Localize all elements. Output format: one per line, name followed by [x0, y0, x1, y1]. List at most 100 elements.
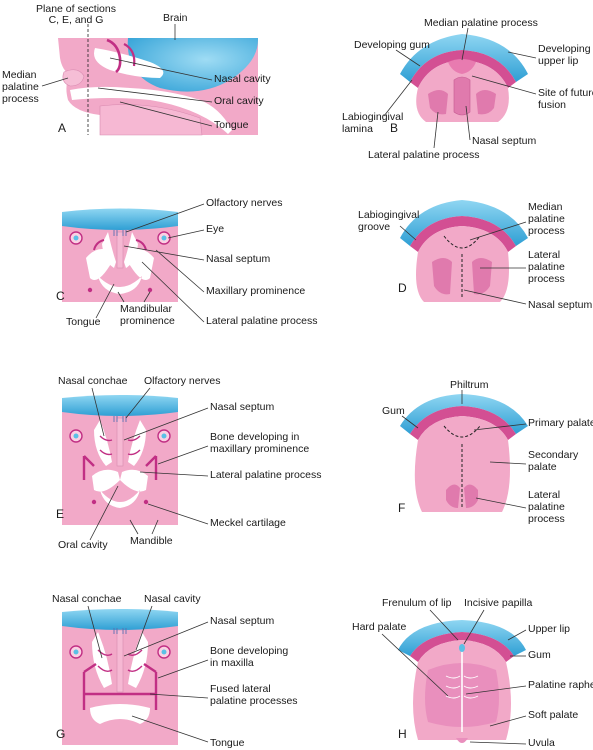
- label-palatine: palatine: [2, 81, 39, 93]
- oral-cavity: [70, 86, 232, 134]
- label-nasal-cavity: Nasal cavity: [214, 73, 271, 85]
- upper-lip-d: [400, 200, 528, 246]
- gum-d: [410, 216, 516, 252]
- label-process-d2: process: [528, 273, 565, 285]
- label-palatine-raphe: Palatine raphe: [528, 679, 593, 691]
- label-bone-developing-g: Bone developing: [210, 645, 288, 657]
- label-developing-gum: Developing gum: [354, 39, 430, 51]
- label-groove: groove: [358, 221, 390, 233]
- label-primary-palate: Primary palate: [528, 417, 593, 429]
- label-palatine-d2: palatine: [528, 261, 565, 273]
- nasal-cavities-g: [92, 632, 148, 688]
- brain-shape: [127, 38, 259, 92]
- label-process-f: process: [528, 513, 565, 525]
- label-frenulum-of-lip: Frenulum of lip: [382, 597, 452, 609]
- olfactory-nerves-c: [113, 230, 127, 236]
- panel-letter-c: C: [56, 289, 65, 303]
- label-upper-lip-h: Upper lip: [528, 623, 570, 635]
- label-fusion: fusion: [538, 99, 566, 111]
- tongue-a: [99, 104, 203, 136]
- nasal-cavity-c: [102, 232, 138, 268]
- panel-c: C Olfactory nerves Eye Nasal septum Maxi…: [56, 197, 318, 328]
- label-c-e-g: C, E, and G: [49, 14, 104, 26]
- brain-c: [62, 208, 178, 230]
- uvula-h: [456, 738, 468, 743]
- label-median: Median: [2, 69, 37, 81]
- upper-lip-h: [398, 620, 526, 656]
- label-olfactory-nerves-c: Olfactory nerves: [206, 197, 282, 209]
- label-palatine-d: palatine: [528, 213, 565, 225]
- label-site-of-future: Site of future: [538, 87, 593, 99]
- panel-letter-g: G: [56, 727, 65, 741]
- label-philtrum: Philtrum: [450, 379, 489, 391]
- label-soft-palate: Soft palate: [528, 709, 578, 721]
- label-uvula: Uvula: [528, 737, 555, 749]
- label-nasal-septum-g: Nasal septum: [210, 615, 274, 627]
- label-palatine-f: palatine: [528, 501, 565, 513]
- label-nasal-conchae-g: Nasal conchae: [52, 593, 122, 605]
- label-lateral-f: Lateral: [528, 489, 560, 501]
- label-gum-f: Gum: [382, 405, 405, 417]
- oral-cavity-e: [92, 469, 148, 508]
- label-median-d: Median: [528, 201, 563, 213]
- nasal-cavity: [94, 48, 164, 78]
- label-in-maxilla: in maxilla: [210, 657, 254, 669]
- label-upper-lip: upper lip: [538, 55, 578, 67]
- label-lateral-palatine-process-c: Lateral palatine process: [206, 315, 318, 327]
- label-bone-developing-in: Bone developing in: [210, 431, 299, 443]
- brain-g: [62, 609, 178, 630]
- upper-lip-b: [400, 34, 528, 82]
- nasal-septum-b: [453, 76, 471, 116]
- label-plane-of-sections: Plane of sections: [36, 3, 116, 15]
- label-mandible-e: Mandible: [130, 535, 173, 547]
- label-labiogingival: Labiogingival: [342, 111, 403, 123]
- label-maxillary-prominence-e: maxillary prominence: [210, 443, 309, 455]
- label-nasal-septum-d: Nasal septum: [528, 299, 592, 311]
- panel-a: A Plane of sections C, E, and G Brain Me…: [2, 3, 271, 136]
- label-labiogingival-d: Labiogingival: [358, 209, 419, 221]
- septum-c: [116, 231, 124, 269]
- label-olfactory-nerves-e: Olfactory nerves: [144, 375, 220, 387]
- label-lateral-palatine-process-b: Lateral palatine process: [368, 149, 480, 161]
- label-oral-cavity-e: Oral cavity: [58, 539, 108, 551]
- label-mandibular: Mandibular: [120, 303, 172, 315]
- label-palatine-processes: palatine processes: [210, 695, 298, 707]
- oral-cavity-g: [90, 704, 150, 724]
- label-incisive-papilla: Incisive papilla: [464, 597, 532, 609]
- upper-lip-f: [400, 394, 528, 434]
- label-process: process: [2, 93, 39, 105]
- panel-letter-e: E: [56, 507, 64, 521]
- label-brain: Brain: [163, 12, 188, 24]
- label-nasal-septum-e: Nasal septum: [210, 401, 274, 413]
- nasal-structure-a: [106, 38, 122, 74]
- median-process-a: [62, 69, 85, 87]
- label-lateral-d: Lateral: [528, 249, 560, 261]
- label-oral-cavity: Oral cavity: [214, 95, 264, 107]
- label-median-palatine-process-b: Median palatine process: [424, 17, 538, 29]
- median-process-b: [448, 59, 476, 74]
- label-nasal-septum-c: Nasal septum: [206, 253, 270, 265]
- label-secondary: Secondary: [528, 449, 579, 461]
- label-nasal-conchae-e: Nasal conchae: [58, 375, 128, 387]
- panel-e: E Nasal conchae Olfactory nerves Nasal s…: [56, 375, 322, 551]
- label-fused-lateral: Fused lateral: [210, 683, 271, 695]
- panel-letter-f: F: [398, 501, 405, 515]
- panel-letter-b: B: [390, 121, 398, 135]
- label-meckel-cartilage: Meckel cartilage: [210, 517, 286, 529]
- oral-cavity-c: [86, 249, 154, 294]
- label-lateral-palatine-process-e: Lateral palatine process: [210, 469, 322, 481]
- bone-maxilla-g: [82, 663, 158, 710]
- panel-b: B Median palatine process Developing gum…: [342, 17, 593, 161]
- label-gum-h: Gum: [528, 649, 551, 661]
- panel-g: G Nasal conchae Nasal cavity Nasal septu…: [52, 593, 298, 749]
- label-hard-palate: Hard palate: [352, 621, 406, 633]
- label-process-d: process: [528, 225, 565, 237]
- label-eye-c: Eye: [206, 223, 224, 235]
- panel-d: D Labiogingival groove Median palatine p…: [358, 200, 592, 311]
- brain-e: [62, 395, 178, 416]
- label-tongue-g: Tongue: [210, 737, 245, 749]
- label-nasal-septum-b: Nasal septum: [472, 135, 536, 147]
- panel-letter-a: A: [58, 121, 66, 135]
- gum-f: [410, 406, 516, 440]
